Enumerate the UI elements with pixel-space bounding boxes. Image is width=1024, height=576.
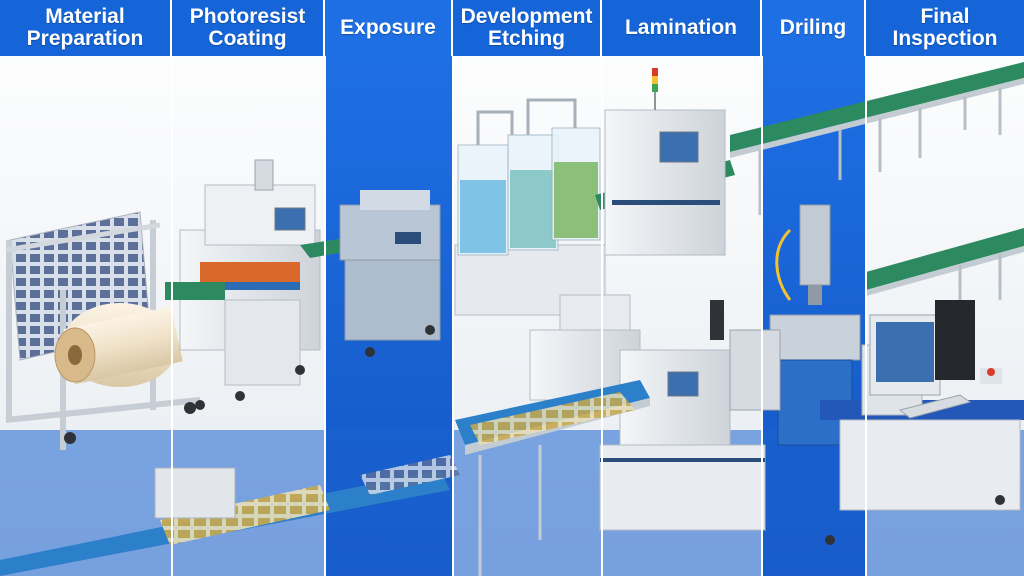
stage-label-exposure: Exposure: [325, 0, 453, 56]
stage-header-bar: Material Preparation Photoresist Coating…: [0, 0, 1024, 56]
lamination-machine: [595, 68, 735, 256]
stage-label-final-inspection: Final Inspection: [866, 0, 1024, 56]
photoresist-coating-machine: [165, 159, 321, 410]
tank-green: [551, 127, 601, 241]
upper-conveyor: [730, 62, 1024, 215]
material-preparation-machine: [5, 211, 201, 450]
keyboard-icon: [898, 394, 972, 419]
monitor-icon: [869, 314, 941, 396]
stage-label-lamination: Lamination: [602, 0, 762, 56]
stage-label-material-preparation: Material Preparation: [0, 0, 172, 56]
monitor-icon: [659, 131, 699, 163]
tank-teal: [507, 134, 559, 251]
stack-light-icon: [652, 68, 658, 110]
exposure-machine: [300, 190, 441, 357]
monitor-icon: [667, 371, 699, 397]
lower-press-machine: [529, 294, 781, 531]
development-etching-machine: [454, 98, 606, 316]
stage-label-development-etching: Development Etching: [453, 0, 602, 56]
middle-conveyor: [866, 228, 1024, 300]
tank-blue: [457, 144, 509, 256]
stage-separators: [171, 56, 867, 576]
monitor-icon: [274, 207, 306, 231]
computer-tower-icon: [935, 300, 975, 380]
final-inspection-station: [820, 300, 1024, 545]
stage-label-photoresist-coating: Photoresist Coating: [172, 0, 325, 56]
stage-label-drilling: Driling: [762, 0, 866, 56]
